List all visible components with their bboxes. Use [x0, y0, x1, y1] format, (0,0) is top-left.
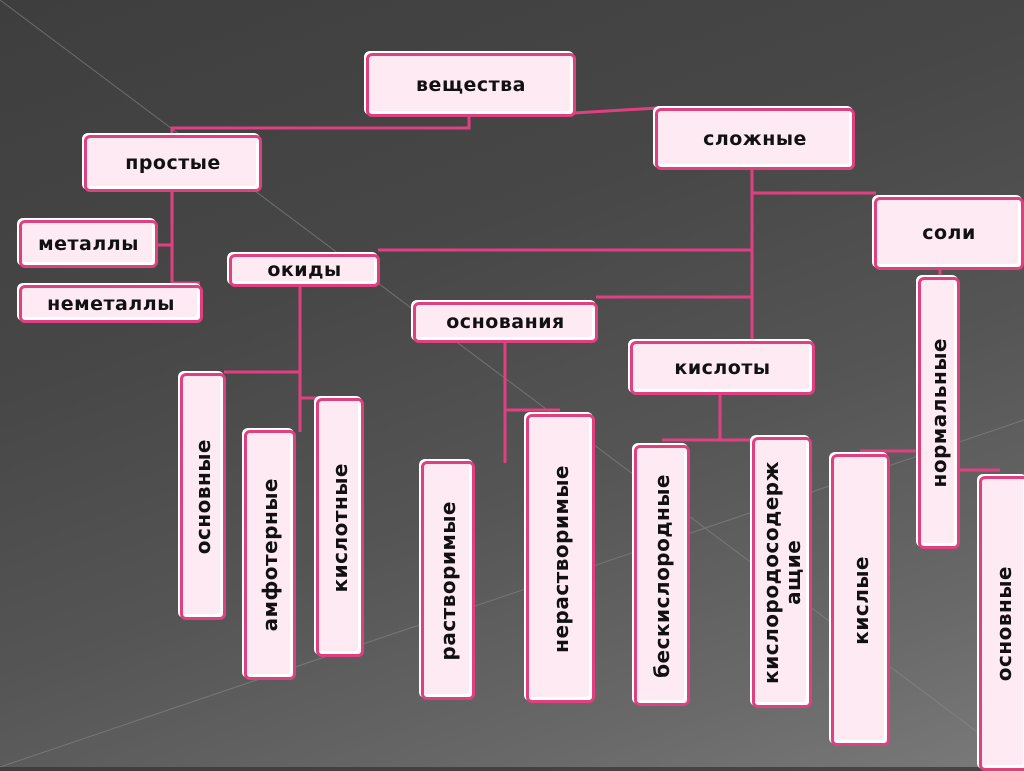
node-label: соли: [922, 222, 976, 245]
node-complex: сложные: [655, 108, 855, 170]
node-label: окиды: [267, 259, 342, 282]
node-oxygen-free: бескислородные: [634, 445, 690, 706]
node-label: нерастворимые: [548, 464, 573, 653]
node-salts: соли: [874, 197, 1024, 270]
node-normal-salts: нормальные: [918, 277, 960, 549]
node-label: кислоты: [674, 356, 771, 379]
node-label-line: ащие: [781, 539, 805, 606]
node-label: неметаллы: [47, 292, 175, 315]
node-label: растворимые: [436, 500, 460, 661]
node-label: сложные: [703, 127, 807, 150]
node-basic-oxides: основные: [180, 373, 226, 620]
node-metals: металлы: [19, 220, 158, 268]
node-simple: простые: [84, 135, 262, 192]
node-oxides: окиды: [229, 254, 380, 287]
node-bases: основания: [413, 302, 598, 343]
node-acids: кислоты: [630, 341, 815, 395]
node-label: основания: [446, 311, 565, 334]
node-label: основные: [992, 565, 1016, 682]
node-nonmetals: неметаллы: [19, 285, 203, 323]
node-insoluble: нерастворимые: [526, 414, 595, 703]
node-label: нормальные: [927, 338, 951, 488]
node-label: металлы: [38, 232, 139, 255]
node-amphoteric: амфотерные: [244, 430, 296, 680]
node-label: простые: [125, 152, 221, 175]
node-label: основные: [191, 438, 215, 555]
node-label: амфотерные: [258, 478, 282, 632]
node-basic-salts: основные: [979, 476, 1024, 771]
node-substances: вещества: [366, 53, 576, 117]
node-label: бескислородные: [650, 473, 674, 678]
node-acidic-oxides: кислотные: [316, 398, 364, 657]
node-acid-salts: кислые: [831, 454, 890, 746]
node-soluble: растворимые: [421, 461, 475, 700]
node-label: вещества: [416, 73, 526, 96]
node-label: кислые: [848, 555, 873, 645]
node-label: кислотные: [328, 462, 352, 593]
node-label-line: кислородосодерж: [759, 461, 783, 684]
